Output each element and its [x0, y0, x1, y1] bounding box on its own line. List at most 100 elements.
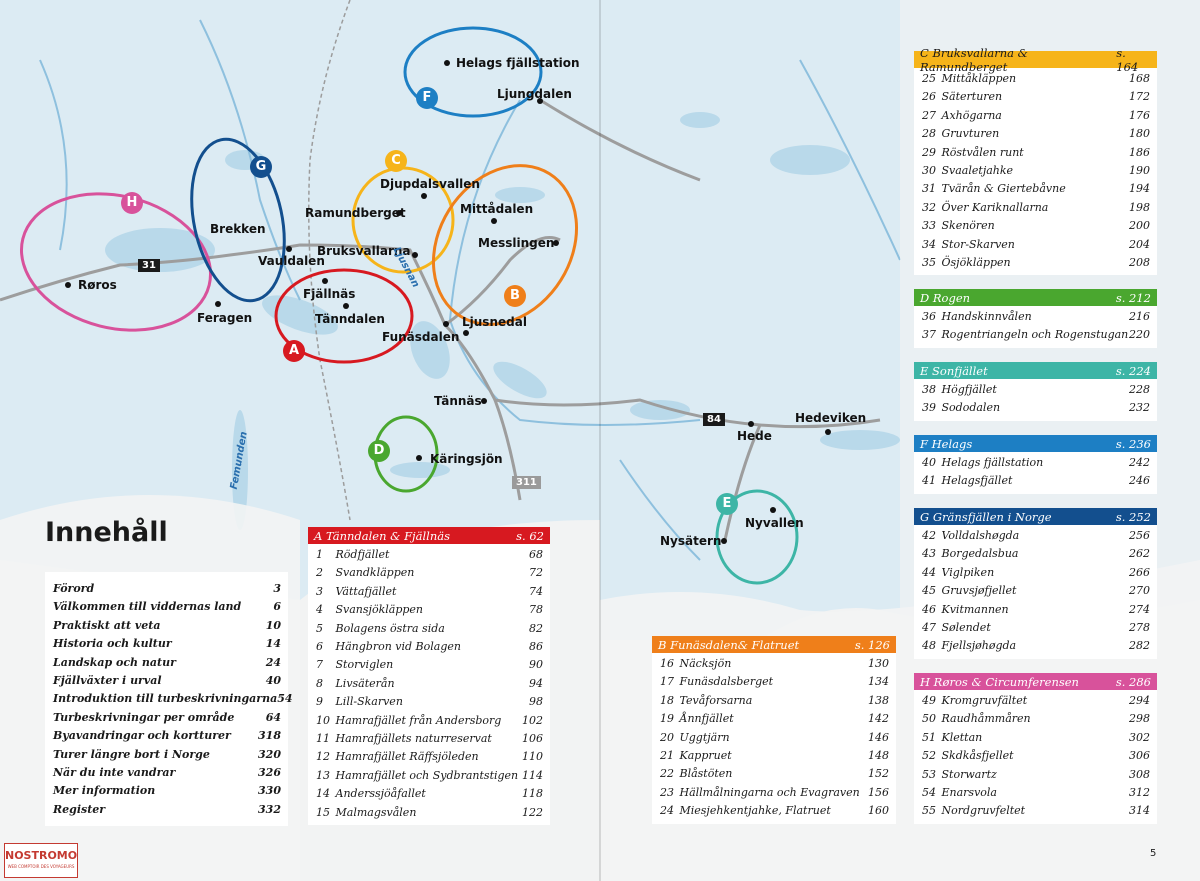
- place-label: Nysätern: [660, 534, 722, 548]
- route-name: Anderssjöåfallet: [335, 787, 426, 801]
- route-name: Fjellsjøhøgda: [941, 639, 1017, 653]
- route-page: 152: [868, 767, 889, 781]
- toc-page: 330: [258, 784, 281, 798]
- section-title: D Rogen: [920, 290, 971, 305]
- route-page: 82: [529, 621, 543, 635]
- toc-label: Byavandringar och kortturer: [53, 729, 231, 743]
- toc-page: 10: [265, 618, 281, 632]
- route-number: 7: [316, 658, 323, 672]
- route-page: 110: [522, 750, 543, 764]
- place-label: Ljungdalen: [497, 87, 572, 101]
- route-name: Kvitmannen: [941, 602, 1009, 616]
- toc-label: Landskap och natur: [53, 655, 176, 669]
- toc-page: 320: [258, 747, 281, 761]
- area-badge-b: B: [504, 285, 526, 307]
- route-number: 19: [660, 712, 674, 726]
- route-number: 24: [660, 804, 674, 818]
- route-name: Kappruet: [679, 749, 732, 763]
- route-name: Uggtjärn: [679, 730, 730, 744]
- toc-label: Förord: [53, 582, 95, 595]
- route-number: 16: [660, 657, 674, 670]
- route-number: 35: [922, 256, 936, 270]
- route-page: 194: [1129, 182, 1150, 196]
- route-name: Hamrafjället från Andersborg: [335, 713, 502, 727]
- route-name: Kromgruvfältet: [941, 694, 1028, 707]
- route-name: Bolagens östra sida: [335, 621, 445, 635]
- route-page: 160: [868, 804, 889, 818]
- route-page: 298: [1129, 712, 1150, 726]
- toc-page: 54: [277, 692, 293, 706]
- area-badge-a: A: [283, 340, 305, 362]
- route-number: 26: [922, 90, 936, 104]
- route-page: 228: [1129, 383, 1150, 396]
- route-name: Viglpiken: [941, 565, 995, 579]
- route-page: 68: [529, 548, 543, 561]
- route-number: 27: [922, 108, 936, 122]
- place-label: Messlingen: [478, 236, 555, 250]
- route-number: 38: [922, 383, 936, 396]
- route-number: 23: [660, 785, 674, 799]
- section-title: F Helags: [920, 436, 973, 451]
- route-page: 74: [529, 584, 543, 598]
- route-number: 22: [660, 767, 674, 781]
- section-page: s. 224: [1115, 363, 1151, 378]
- route-page: 146: [868, 730, 889, 744]
- route-page: 122: [522, 805, 543, 819]
- route-name: Rogentriangeln och Rogenstugan: [941, 328, 1129, 342]
- route-number: 12: [316, 750, 330, 764]
- route-number: 9: [316, 695, 323, 709]
- route-name: Borgedalsbua: [941, 547, 1019, 561]
- route-number: 53: [922, 767, 936, 781]
- route-number: 33: [922, 219, 936, 233]
- route-page: 148: [868, 749, 889, 763]
- route-page: 190: [1129, 164, 1150, 178]
- route-number: 25: [922, 72, 936, 85]
- route-name: Ösjökläppen: [941, 256, 1011, 270]
- route-name: Malmagsvålen: [335, 805, 417, 819]
- route-name: Helags fjällstation: [941, 456, 1044, 469]
- route-number: 47: [922, 621, 936, 635]
- toc-label: Register: [53, 802, 106, 816]
- road-number: 84: [703, 413, 725, 426]
- route-page: 78: [529, 603, 543, 617]
- route-page: 266: [1129, 565, 1150, 579]
- route-name: Axhögarna: [941, 108, 1002, 122]
- route-name: Svandkläppen: [335, 566, 415, 580]
- route-name: Gruvsjøfjellet: [941, 584, 1017, 598]
- route-name: Säterturen: [941, 90, 1003, 104]
- toc-page: 24: [265, 655, 281, 669]
- route-name: Svansjökläppen: [335, 603, 424, 617]
- toc-label: Introduktion till turbeskrivningarna: [53, 692, 278, 706]
- route-name: Näcksjön: [679, 657, 732, 670]
- route-name: Volldalshøgda: [941, 529, 1020, 542]
- route-name: Funäsdalsberget: [679, 675, 774, 689]
- route-name: Klettan: [941, 730, 983, 744]
- page-fold: [599, 0, 601, 881]
